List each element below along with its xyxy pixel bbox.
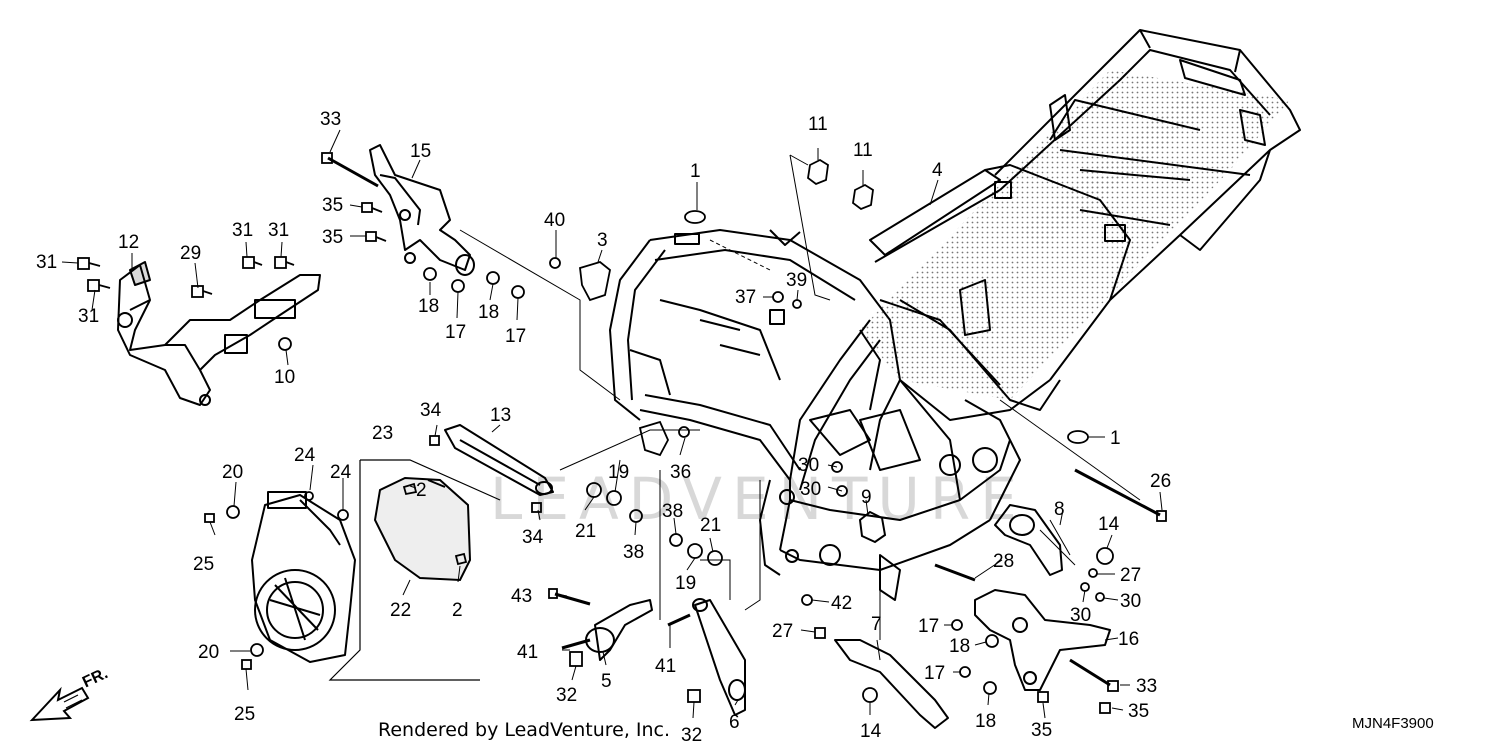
callout: 36: [670, 462, 691, 483]
callout: 35: [1031, 720, 1052, 741]
callout: 23: [372, 423, 393, 444]
callout: 13: [490, 405, 511, 426]
bracket-upper: [369, 144, 475, 276]
callout: 27: [772, 621, 793, 642]
callout: 17: [505, 326, 526, 347]
callout: 14: [860, 721, 882, 742]
callout: 35: [322, 227, 343, 248]
spacer-9: [858, 510, 887, 544]
callout: 17: [445, 322, 466, 343]
callout: 1: [1110, 428, 1121, 449]
callout: 28: [993, 551, 1014, 572]
callout: 11: [808, 114, 828, 135]
callout: 30: [1120, 591, 1141, 612]
render-credit: Rendered by LeadVenture, Inc.: [378, 719, 671, 741]
callout: 34: [522, 527, 544, 548]
callout: 29: [180, 243, 201, 264]
callout: 8: [1054, 499, 1065, 520]
part-8: [994, 504, 1063, 576]
callout: 12: [118, 232, 139, 253]
callout: 31: [78, 306, 99, 327]
callout-labels: 33 15 35 35 18 17 18 17 12 31 31 29 31 3…: [36, 109, 1171, 746]
callout: 18: [478, 302, 499, 323]
callout: 38: [623, 542, 644, 563]
side-cover: [373, 476, 472, 582]
callout: 34: [420, 400, 442, 421]
fasteners: [77, 152, 1167, 714]
callout: 37: [735, 287, 756, 308]
callout: 40: [544, 210, 565, 231]
callout: 15: [410, 141, 431, 162]
callout: 24: [294, 445, 316, 466]
callout: 18: [975, 711, 996, 732]
part-13-bar: [444, 424, 554, 496]
callout: 22: [390, 600, 411, 621]
watermark: LEADVENTURE: [490, 465, 1027, 533]
bracket-right: [974, 589, 1111, 691]
callout: 41: [655, 656, 676, 677]
callout: 19: [608, 462, 629, 483]
callout: 41: [517, 642, 538, 663]
callout: 35: [322, 195, 343, 216]
callout: 35: [1128, 701, 1149, 722]
callout: 9: [861, 487, 872, 508]
callout: 7: [871, 614, 882, 635]
callout: 31: [36, 252, 57, 273]
callout: 30: [800, 479, 821, 500]
callout: 1: [690, 161, 701, 182]
callout: 14: [1098, 514, 1120, 535]
callout: 21: [575, 521, 596, 542]
callout: 17: [918, 616, 939, 637]
callout: 30: [798, 455, 819, 476]
front-arrow-icon: [29, 686, 90, 722]
callout: 32: [681, 725, 702, 746]
callout: 38: [662, 501, 683, 522]
callout: 3: [597, 230, 608, 251]
callout: 43: [511, 586, 532, 607]
callout: 42: [831, 593, 852, 614]
callout: 20: [198, 642, 219, 663]
callout: 2: [416, 480, 427, 501]
callout: 24: [330, 462, 352, 483]
callout: 21: [700, 515, 721, 536]
callout: 25: [193, 554, 214, 575]
callout: 11: [853, 140, 873, 161]
callout: 5: [601, 671, 612, 692]
callout: 20: [222, 462, 243, 483]
callout: 25: [234, 704, 255, 725]
callout: 4: [932, 160, 943, 181]
callout: 19: [675, 573, 696, 594]
callout: 31: [268, 220, 289, 241]
callout: 27: [1120, 565, 1141, 586]
sprocket-cover: [251, 491, 356, 663]
callout: 6: [729, 712, 740, 733]
callout: 18: [418, 296, 439, 317]
bracket-left: [117, 261, 321, 406]
callout: 32: [556, 685, 577, 706]
callout: 18: [949, 636, 970, 657]
side-stand: [834, 554, 949, 729]
diagram-code: MJN4F3900: [1352, 715, 1434, 732]
callout: 17: [924, 663, 945, 684]
callout-box-23: [328, 459, 501, 681]
main-frame: [609, 29, 1301, 576]
leader-lines: [61, 129, 1163, 719]
callout: 2: [452, 600, 463, 621]
callout: 16: [1118, 629, 1139, 650]
callout: 31: [232, 220, 253, 241]
callout: 39: [786, 270, 807, 291]
callout: 33: [320, 109, 341, 130]
callout: 10: [274, 367, 295, 388]
callout: 30: [1070, 605, 1091, 626]
callout: 33: [1136, 676, 1157, 697]
callout: 26: [1150, 471, 1171, 492]
